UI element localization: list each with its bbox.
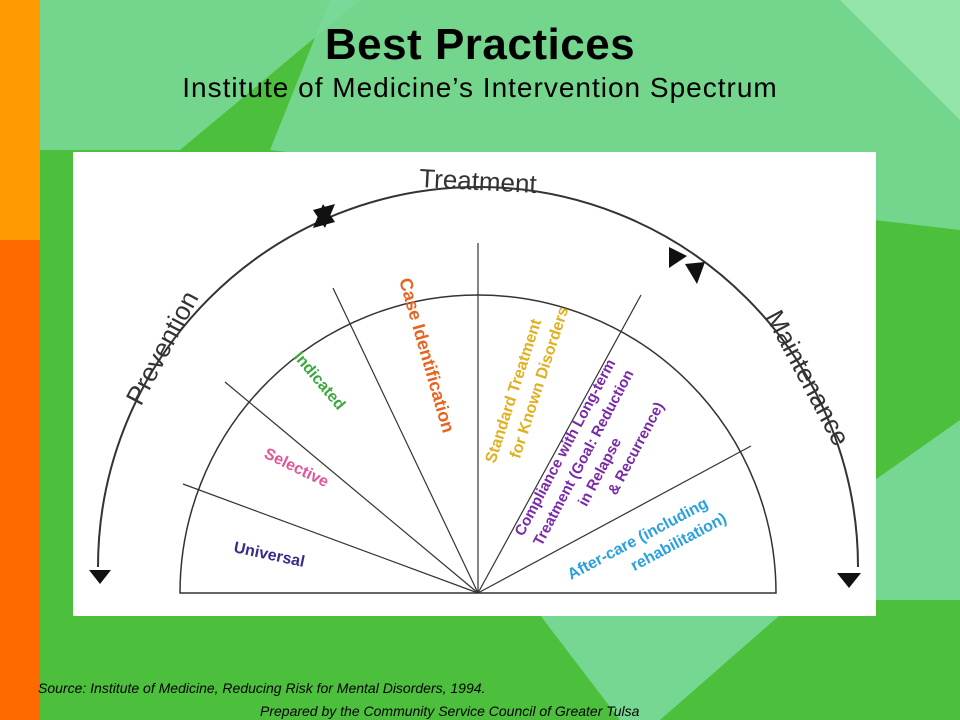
segment-label-indicated: Indicated <box>290 349 348 414</box>
spectrum-semicircle <box>179 294 777 594</box>
phase-arc <box>97 186 859 568</box>
phase-label-treatment: Treatment <box>419 163 539 199</box>
intervention-spectrum-diagram: Treatment Prevention Maintenance Univers… <box>89 163 861 594</box>
diagram-panel: Treatment Prevention Maintenance Univers… <box>73 152 876 616</box>
segment-label-selective: Selective <box>261 445 331 491</box>
slide-subtitle: Institute of Medicine’s Intervention Spe… <box>182 72 778 103</box>
arrowhead-right <box>837 573 861 588</box>
segment-label-universal: Universal <box>232 539 306 571</box>
source-citation: Source: Institute of Medicine, Reducing … <box>38 680 486 696</box>
phase-separator-left <box>313 204 335 228</box>
prepared-by-note: Prepared by the Community Service Counci… <box>260 703 640 719</box>
phase-separator-right <box>669 247 705 284</box>
phase-label-maintenance: Maintenance <box>760 305 856 451</box>
segment-dividers <box>182 243 752 594</box>
slide-title: Best Practices <box>324 20 636 69</box>
arrowhead-left <box>89 570 111 584</box>
phase-label-prevention: Prevention <box>120 286 205 410</box>
